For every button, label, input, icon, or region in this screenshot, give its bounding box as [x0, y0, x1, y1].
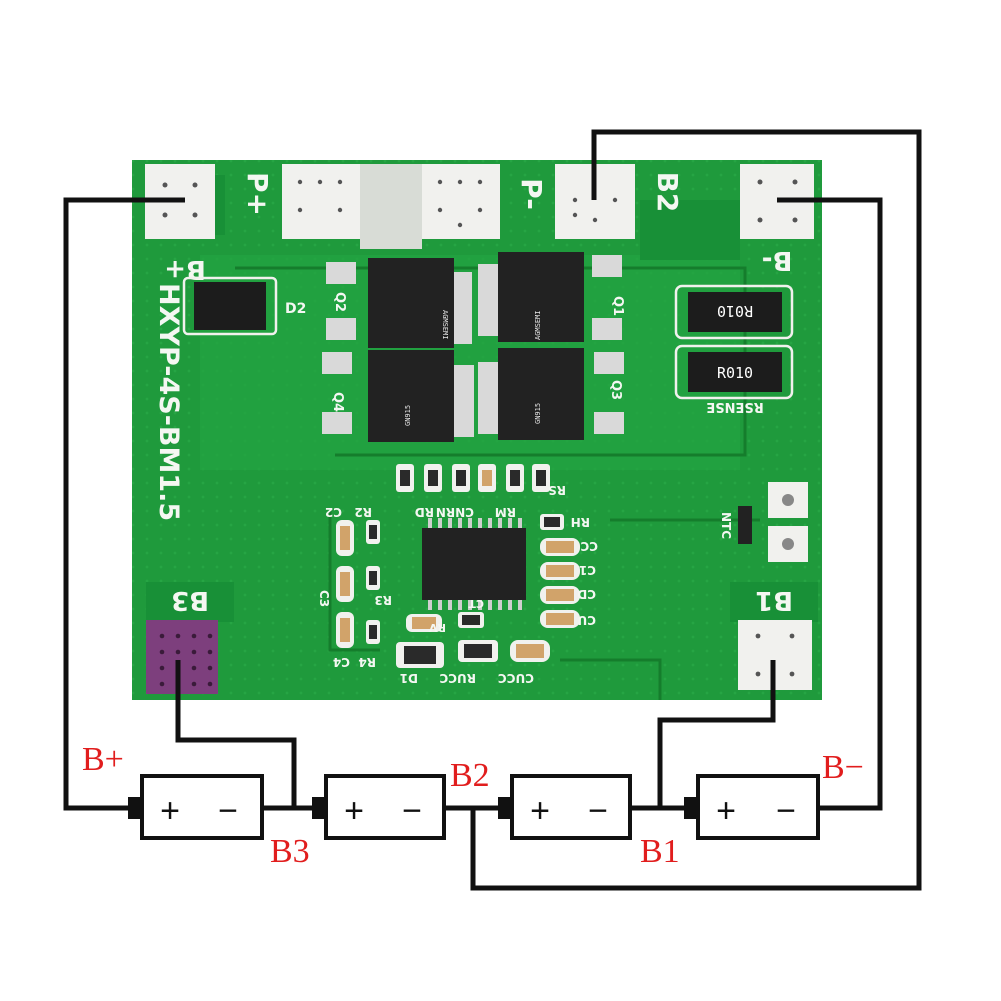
passive-components: [336, 464, 580, 668]
pcb-trace: [328, 510, 380, 652]
svg-text:RM: RM: [495, 505, 516, 519]
pad-label-b-minus: B-: [762, 245, 793, 275]
svg-text:CD: CD: [577, 587, 596, 601]
mosfet-q2: AGMSEMI Q2: [326, 258, 472, 348]
pad-holes: [162, 179, 798, 228]
pad-label-p-minus: P-: [515, 178, 548, 210]
svg-text:R4: R4: [358, 655, 376, 669]
mosfet-q3-label: Q3: [608, 380, 623, 400]
svg-text:GN915: GN915: [404, 405, 412, 426]
wire-b-plus: [63, 197, 185, 811]
svg-text:R2: R2: [354, 505, 372, 519]
sense-resistor-1: R010: [674, 284, 794, 340]
ntc-connector: NTC: [719, 482, 808, 562]
pad-label-p-plus: P+: [241, 172, 274, 216]
mosfet-q1: AGMSEMI Q1: [478, 252, 625, 342]
cell-3-plus: +: [530, 792, 550, 830]
wiring: [63, 129, 922, 891]
svg-text:RUCC: RUCC: [439, 671, 476, 685]
sense-resistor-1-value: R010: [717, 302, 753, 320]
mosfet-q4-label: Q4: [330, 392, 345, 412]
mosfet-q4: GN915 Q4: [322, 350, 474, 442]
svg-text:CU: CU: [577, 613, 596, 627]
cell-1-plus: +: [160, 792, 180, 830]
pad-label-b1: B1: [755, 585, 793, 615]
svg-text:RD: RD: [415, 505, 434, 519]
svg-text:C3: C3: [317, 590, 331, 607]
diode-d2: D2: [182, 276, 306, 336]
cell-1-minus: −: [218, 792, 238, 830]
bms-ic: [422, 518, 526, 610]
pad-p-minus: [422, 164, 500, 239]
ntc-label: NTC: [719, 512, 733, 539]
svg-text:CC: CC: [580, 539, 598, 553]
cell-4-plus: +: [716, 792, 736, 830]
svg-text:RV: RV: [429, 621, 446, 634]
pad-b3: B3: [146, 582, 234, 694]
svg-text:R3: R3: [374, 593, 392, 607]
svg-text:C1: C1: [579, 563, 596, 577]
svg-text:CT: CT: [468, 597, 484, 610]
wire-label-b-plus: B+: [82, 741, 124, 778]
svg-text:GN915: GN915: [534, 403, 542, 424]
mosfet-q3: GN915 Q3: [478, 348, 624, 440]
svg-text:CUCC: CUCC: [498, 671, 534, 685]
sense-resistor-2: R010: [674, 344, 794, 400]
battery-cell-2: + −: [312, 774, 446, 840]
battery-cell-4: + −: [684, 774, 820, 840]
sense-resistor-2-value: R010: [717, 364, 753, 382]
diode-d2-label: D2: [285, 301, 306, 317]
wire-b1: [657, 660, 776, 808]
wire-label-b2: B2: [450, 757, 490, 794]
pad-bridge: [360, 164, 422, 249]
wire-label-b3: B3: [270, 833, 310, 870]
wire-b-minus: [777, 197, 883, 811]
wire-label-b-minus: B−: [822, 749, 864, 786]
svg-text:D1: D1: [400, 671, 418, 685]
wire-b3: [175, 660, 297, 808]
cell-3-minus: −: [588, 792, 608, 830]
wire-b2: [470, 129, 922, 891]
svg-text:CNRN: CNRN: [436, 505, 474, 519]
svg-text:RS: RS: [548, 483, 566, 497]
svg-text:C4: C4: [333, 655, 350, 669]
cell-4-minus: −: [776, 792, 796, 830]
wire-label-b1: B1: [640, 833, 680, 870]
rsense-label: RSENSE: [706, 399, 763, 414]
cell-2-plus: +: [344, 792, 364, 830]
svg-text:RH: RH: [571, 515, 590, 529]
svg-text:C2: C2: [325, 505, 342, 519]
copper-pour-b2: [640, 200, 740, 260]
pad-label-b2: B2: [651, 172, 684, 213]
mosfet-q1-label: Q1: [610, 296, 625, 316]
battery-cell-3: + −: [498, 774, 632, 840]
cell-2-minus: −: [402, 792, 422, 830]
board-model-label: HXYP-4S-BM1.5: [153, 283, 184, 521]
pad-p-plus: [282, 164, 360, 239]
pad-label-b3: B3: [171, 585, 209, 615]
svg-text:AGMSEMI: AGMSEMI: [534, 310, 542, 340]
pcb-trace: [560, 658, 662, 700]
battery-cell-1: + −: [128, 774, 264, 840]
svg-text:AGMSEMI: AGMSEMI: [441, 310, 449, 340]
small-silk-labels: RS RH RM CNRN RD R2 C2 C3 R3 C4 R4 D1 RU…: [317, 483, 598, 685]
mosfet-q2-label: Q2: [332, 292, 347, 312]
